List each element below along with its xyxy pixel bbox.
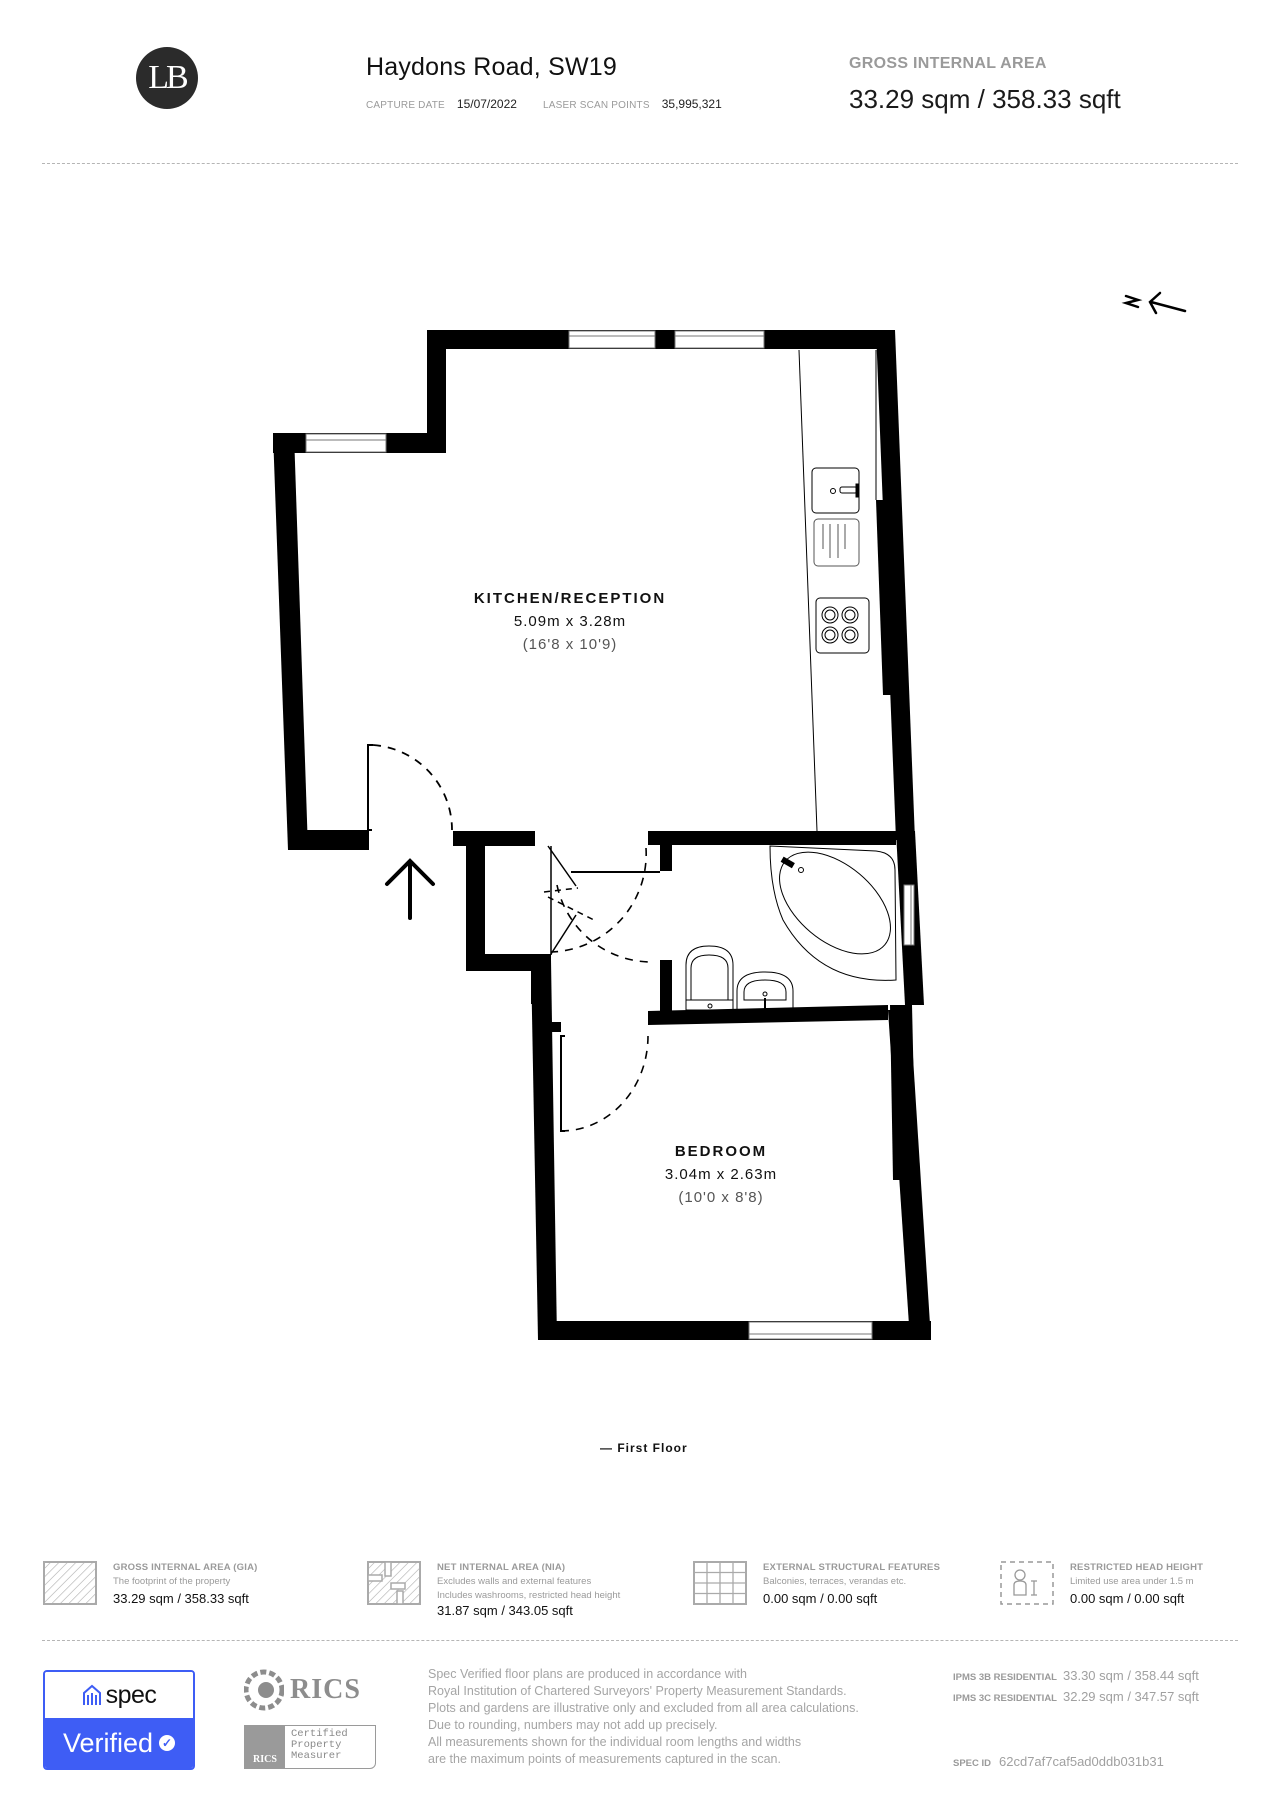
basin-icon xyxy=(736,971,794,1011)
disclaimer-line: Spec Verified floor plans are produced i… xyxy=(428,1667,747,1681)
laser-scan-points-label: LASER SCAN POINTS xyxy=(542,100,650,111)
lb-logo: LB xyxy=(136,47,198,109)
room-metric: 3.04m x 2.63m xyxy=(664,1166,778,1183)
spec-id: SPEC ID 62cd7af7caf5ad0ddb031b31 xyxy=(953,1754,1164,1769)
spec-brand: spec xyxy=(105,1680,157,1709)
check-circle-icon: ✓ xyxy=(159,1735,176,1751)
stat-value: 0.00 sqm / 0.00 sqft xyxy=(763,1591,878,1606)
bedroom-door xyxy=(560,1035,649,1132)
north-compass-icon xyxy=(1121,291,1187,315)
stat-desc: The footprint of the property xyxy=(113,1576,231,1587)
room-kitchen-reception: KITCHEN/RECEPTION 5.09m x 3.28m (16'8 x … xyxy=(420,590,720,653)
stat-title: NET INTERNAL AREA (NIA) xyxy=(437,1562,566,1573)
disclaimer-line: are the maximum points of measurements c… xyxy=(428,1752,781,1766)
gia-header-label: GROSS INTERNAL AREA xyxy=(849,55,1047,72)
kitchen-sink-icon xyxy=(811,467,860,514)
toilet-icon xyxy=(685,945,734,1011)
laser-scan-points-value: 35,995,321 xyxy=(661,97,722,111)
cert-line: Certified xyxy=(291,1728,348,1740)
rics-small-logo: RICS xyxy=(245,1726,285,1768)
spec-house-icon xyxy=(82,1684,101,1705)
disclaimer: Spec Verified floor plans are produced i… xyxy=(428,1666,859,1768)
spec-id-value: 62cd7af7caf5ad0ddb031b31 xyxy=(999,1754,1164,1769)
stat-gia: GROSS INTERNAL AREA (GIA) The footprint … xyxy=(43,1561,258,1607)
stat-value: 31.87 sqm / 343.05 sqft xyxy=(437,1603,573,1618)
disclaimer-line: Royal Institution of Chartered Surveyors… xyxy=(428,1684,847,1698)
stat-desc: Limited use area under 1.5 m xyxy=(1070,1576,1194,1587)
cert-line: Property xyxy=(291,1739,342,1751)
stat-title: EXTERNAL STRUCTURAL FEATURES xyxy=(763,1562,941,1573)
worktop-edge xyxy=(798,349,818,832)
arrow-up-icon xyxy=(385,858,435,920)
drainer-icon xyxy=(813,518,860,567)
capture-date-value: 15/07/2022 xyxy=(456,97,517,111)
disclaimer-line: All measurements shown for the individua… xyxy=(428,1735,802,1749)
windows xyxy=(305,330,915,1340)
ipms-3b-label: IPMS 3B RESIDENTIAL xyxy=(953,1672,1057,1683)
hatched-square-icon xyxy=(43,1561,97,1605)
grid-icon xyxy=(693,1561,747,1605)
ipms-3c-value: 32.29 sqm / 347.57 sqft xyxy=(1063,1689,1199,1704)
stat-value: 33.29 sqm / 358.33 sqft xyxy=(113,1591,249,1606)
rics-wordmark: RICS xyxy=(290,1674,361,1705)
rics-logo: RICS xyxy=(244,1668,361,1712)
nia-pattern-icon xyxy=(367,1561,421,1605)
property-title: Haydons Road, SW19 xyxy=(366,53,617,81)
cupboard-doors xyxy=(543,845,595,955)
stat-title: RESTRICTED HEAD HEIGHT xyxy=(1070,1562,1204,1573)
capture-date-label: CAPTURE DATE xyxy=(366,100,445,111)
gia-header-value: 33.29 sqm / 358.33 sqft xyxy=(849,84,1121,114)
disclaimer-line: Due to rounding, numbers may not add up … xyxy=(428,1718,718,1732)
hob-icon xyxy=(815,597,870,654)
room-bedroom: BEDROOM 3.04m x 2.63m (10'0 x 8'8) xyxy=(571,1143,871,1206)
person-height-icon xyxy=(1000,1561,1054,1605)
room-imperial: (16'8 x 10'9) xyxy=(522,636,618,653)
stat-title: GROSS INTERNAL AREA (GIA) xyxy=(113,1562,258,1573)
ipms-3b-value: 33.30 sqm / 358.44 sqft xyxy=(1063,1668,1199,1683)
ipms-areas: IPMS 3B RESIDENTIAL 33.30 sqm / 358.44 sq… xyxy=(953,1666,1199,1708)
bathroom-door xyxy=(550,847,660,963)
stat-external: EXTERNAL STRUCTURAL FEATURES Balconies, … xyxy=(693,1561,940,1607)
disclaimer-line: Plots and gardens are illustrative only … xyxy=(428,1701,859,1715)
footer-divider xyxy=(42,1640,1238,1641)
room-name: KITCHEN/RECEPTION xyxy=(473,590,667,607)
stat-restricted-head-height: RESTRICTED HEAD HEIGHT Limited use area … xyxy=(1000,1561,1203,1607)
room-metric: 5.09m x 3.28m xyxy=(513,613,627,630)
spec-verified-label: Verified xyxy=(62,1727,154,1758)
rics-certified-badge: RICS Certified Property Measurer xyxy=(244,1725,376,1769)
stat-desc: Includes washrooms, restricted head heig… xyxy=(437,1590,621,1601)
stat-value: 0.00 sqm / 0.00 sqft xyxy=(1070,1591,1185,1606)
stat-desc: Balconies, terraces, verandas etc. xyxy=(763,1576,907,1587)
header-divider xyxy=(42,163,1238,164)
ipms-3c-label: IPMS 3C RESIDENTIAL xyxy=(953,1693,1057,1704)
cert-line: Measurer xyxy=(291,1750,342,1762)
capture-meta: CAPTURE DATE 15/07/2022 LASER SCAN POINT… xyxy=(366,97,736,111)
corner-bath-icon xyxy=(769,845,897,981)
room-name: BEDROOM xyxy=(674,1143,768,1160)
stat-desc: Excludes walls and external features xyxy=(437,1576,592,1587)
room-imperial: (10'0 x 8'8) xyxy=(678,1189,764,1206)
floor-label: — First Floor xyxy=(600,1441,688,1455)
rics-lion-icon xyxy=(244,1669,284,1711)
spec-verified-badge: spec Verified ✓ xyxy=(43,1670,195,1770)
stat-nia: NET INTERNAL AREA (NIA) Excludes walls a… xyxy=(367,1561,621,1618)
entrance-door xyxy=(367,744,453,831)
spec-id-label: SPEC ID xyxy=(953,1758,992,1769)
